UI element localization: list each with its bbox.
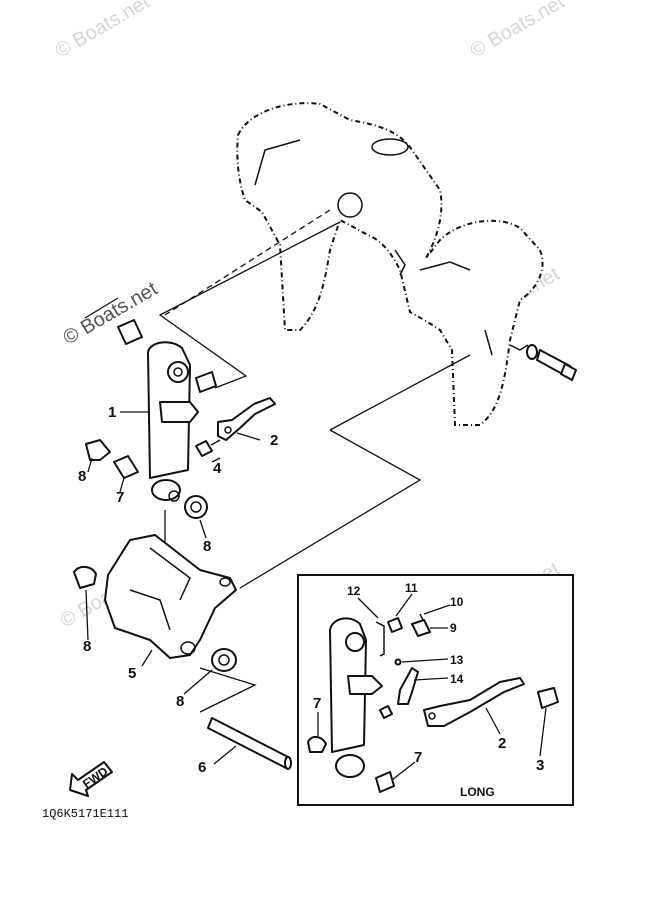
inset-callout-12: 12 bbox=[347, 584, 361, 598]
bracket-5 bbox=[104, 534, 237, 659]
inset-callout-13: 13 bbox=[450, 653, 464, 667]
cap-8-lower-left bbox=[73, 566, 97, 589]
inset-long-variant: 12 11 10 9 13 14 2 3 7 7 LONG bbox=[297, 574, 574, 806]
pin-6 bbox=[207, 717, 292, 770]
watermark-top-left: © Boats.net bbox=[52, 0, 154, 62]
inset-callout-2: 2 bbox=[498, 735, 506, 752]
callout-8-right: 8 bbox=[203, 538, 211, 555]
callout-5: 5 bbox=[128, 665, 136, 682]
bushing-top bbox=[117, 319, 143, 345]
bushing-7 bbox=[113, 455, 139, 479]
callout-8-left: 8 bbox=[78, 468, 86, 485]
callout-2: 2 bbox=[270, 432, 278, 449]
callout-8-lower: 8 bbox=[176, 693, 184, 710]
callout-6: 6 bbox=[198, 759, 206, 776]
tilt-cylinder bbox=[147, 341, 199, 502]
inset-label: LONG bbox=[460, 785, 495, 799]
lever-plate-2 bbox=[217, 397, 276, 441]
clamp-bracket-housing bbox=[236, 102, 544, 426]
callout-7: 7 bbox=[116, 489, 124, 506]
assembly-lines bbox=[84, 209, 471, 713]
watermark-top-right: © Boats.net bbox=[467, 0, 569, 62]
grease-nipple-8-left bbox=[85, 439, 111, 461]
callout-4: 4 bbox=[213, 460, 222, 477]
fwd-arrow-icon: FWD bbox=[69, 761, 113, 797]
inset-callout-7-right: 7 bbox=[414, 749, 422, 766]
screw-4 bbox=[195, 439, 221, 457]
collar-8-lower bbox=[211, 648, 237, 672]
callout-1: 1 bbox=[108, 404, 116, 421]
bracket-bolt bbox=[526, 344, 577, 381]
callout-8-lower-left: 8 bbox=[83, 638, 91, 655]
inset-callout-7-left: 7 bbox=[313, 695, 321, 712]
inset-callout-14: 14 bbox=[450, 672, 464, 686]
diagram-code: 1Q6K5171E111 bbox=[42, 807, 128, 821]
inset-callout-9: 9 bbox=[450, 621, 457, 635]
collar-8-right bbox=[184, 495, 208, 519]
collar-top-right bbox=[195, 371, 217, 393]
main-leaders bbox=[85, 411, 261, 765]
inset-callout-11: 11 bbox=[405, 581, 418, 595]
watermark-left-mid: © Boats.net bbox=[60, 278, 162, 350]
inset-callout-10: 10 bbox=[450, 595, 464, 609]
inset-callout-3: 3 bbox=[536, 757, 544, 774]
